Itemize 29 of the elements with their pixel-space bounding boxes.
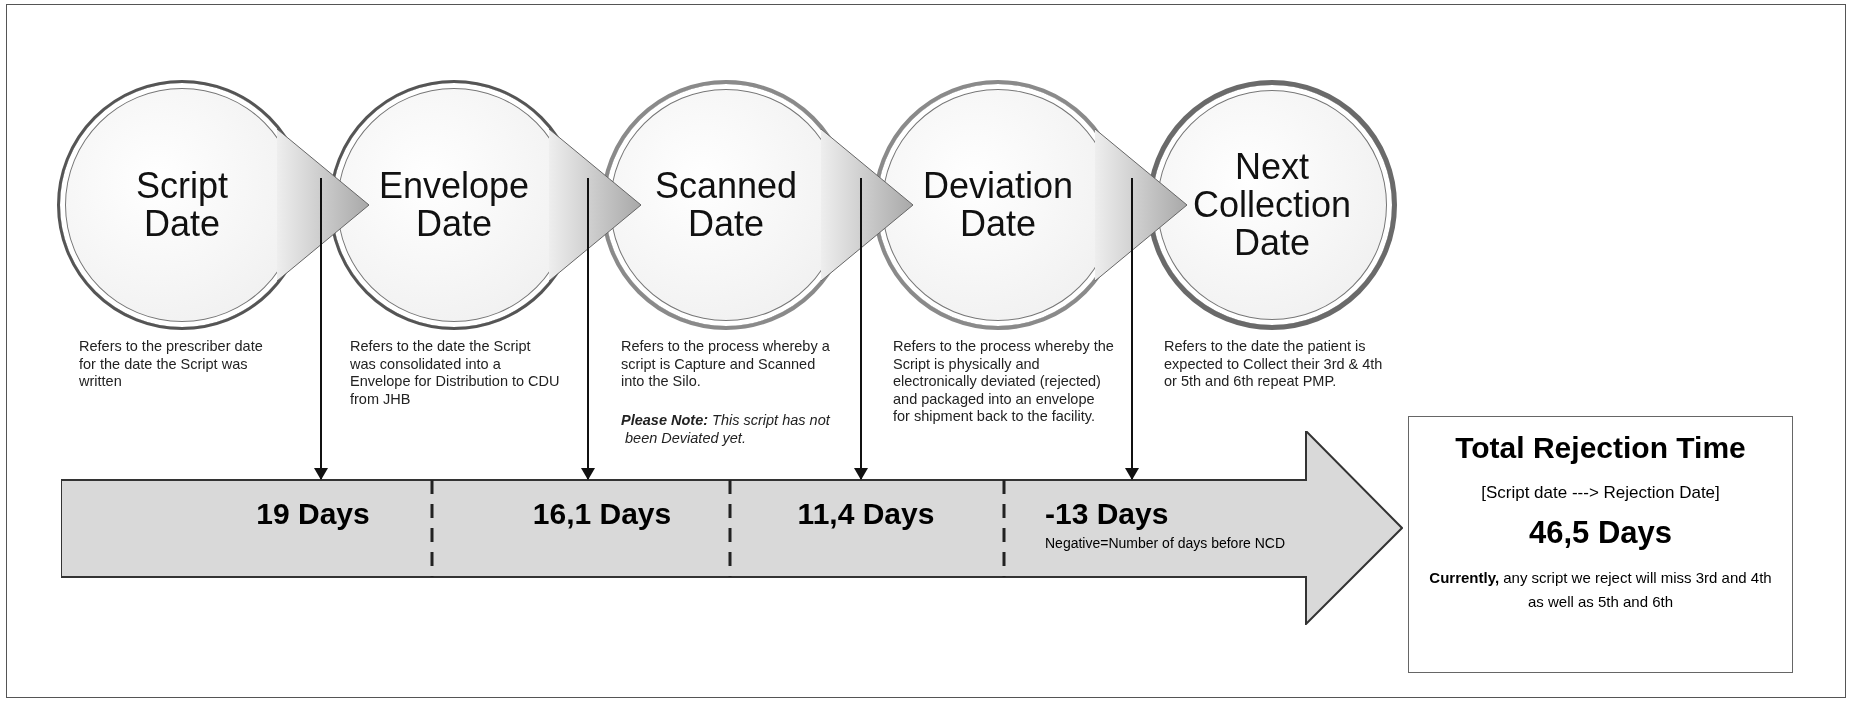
circle-title: Deviation Date [921, 167, 1075, 243]
summary-total: 46,5 Days [1528, 513, 1673, 552]
description-text: Refers to the process whereby a script is Capture and Scanned into the Silo. [621, 338, 831, 391]
arrow [314, 177, 328, 480]
chevron-arrow [1094, 128, 1188, 282]
arrow [854, 177, 868, 480]
duration-value: 11,4 Days [797, 499, 935, 529]
note-text: Please Note: This script has not been Deviated yet. [621, 412, 832, 447]
description-text: Refers to the prescriber date for the date the Script was written [79, 338, 264, 391]
summary-title: Total Rejection Time [1455, 430, 1746, 466]
summary-subtitle: [Script date ---> Rejection Date] [1481, 482, 1720, 504]
duration-value: 19 Days [256, 499, 370, 529]
chevron-arrow [548, 128, 642, 282]
duration-value: 16,1 Days [532, 499, 672, 529]
chevron-arrow [820, 128, 914, 282]
description-text: Refers to the process whereby the Script is physically and electronically deviated (rejected) and packaged into an envelope for shipment back to the facility. [893, 338, 1115, 426]
chevron-arrow [276, 128, 370, 282]
circle-title: Next Collection Date [1192, 148, 1352, 262]
arrow [1125, 177, 1139, 480]
duration-note: Negative=Number of days before NCD [1045, 536, 1286, 550]
summary-box [1408, 416, 1793, 673]
description-text: Refers to the date the Script was consolidated into a Envelope for Distribution to CDU from JHB [350, 338, 560, 408]
circle-title: Script Date [135, 167, 229, 243]
circle-title: Scanned Date [653, 167, 799, 243]
summary-note: Currently, any script we reject will miss 3rd and 4th as well as 5th and 6th [1428, 568, 1773, 612]
description-text: Refers to the date the patient is expected to Collect their 3rd & 4th or 5th and 6th repeat PMP. [1164, 338, 1384, 391]
arrow [581, 177, 595, 480]
circle-title: Envelope Date [377, 167, 531, 243]
duration-value: -13 Days [1045, 499, 1169, 529]
